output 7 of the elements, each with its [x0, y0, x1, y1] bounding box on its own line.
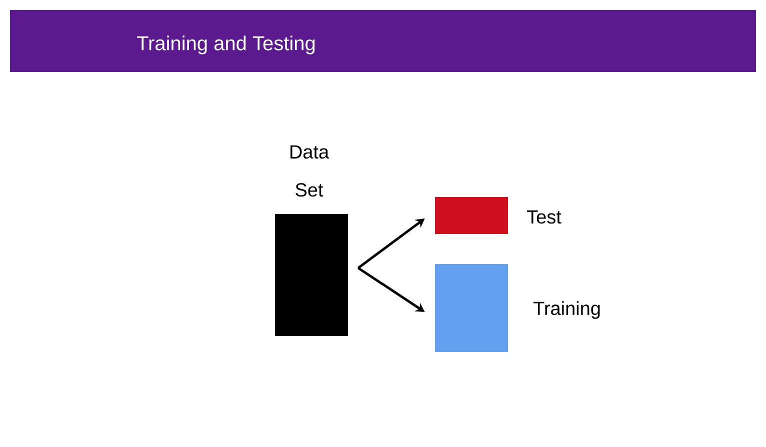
block: Test [435, 197, 562, 234]
node-label: Training [533, 301, 600, 319]
title-banner: Training and Testing [10, 10, 756, 72]
block: Data Set [275, 145, 348, 336]
node-label: Data Set [290, 145, 330, 197]
block: Training [435, 264, 600, 352]
node-label: Test [527, 210, 562, 224]
